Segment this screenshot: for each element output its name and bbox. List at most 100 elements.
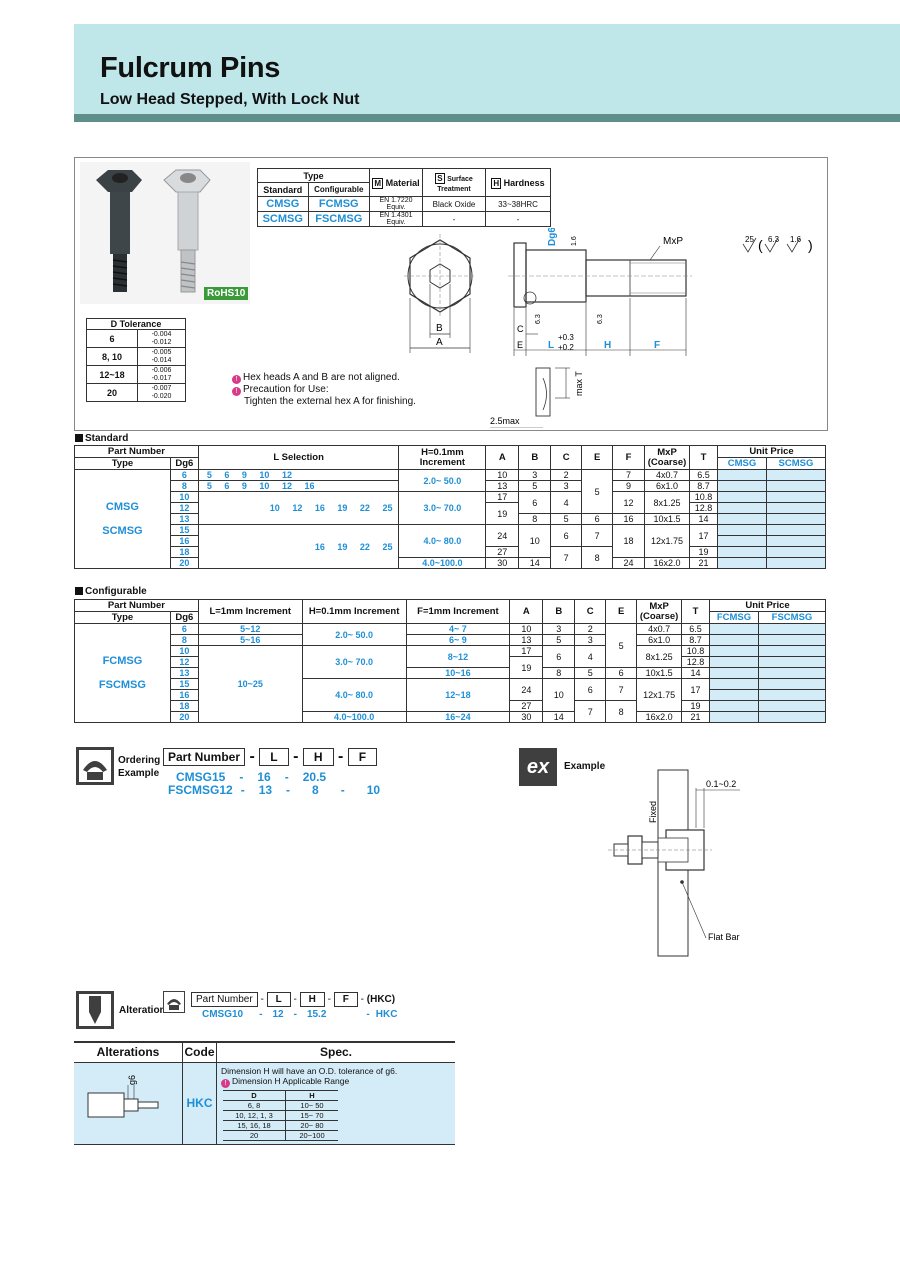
material-1: EN 1.7220 Equiv. (369, 196, 423, 212)
note-3: Tighten the external hex A for finishing… (244, 396, 416, 407)
alt-box-part-number: Part Number (191, 992, 258, 1007)
alt-col-code: Code (182, 1041, 217, 1063)
cfg-e-5: 5 (605, 623, 638, 668)
price-cell (758, 667, 826, 679)
d-tolerance-title: D Tolerance (86, 318, 186, 330)
cfg-h-range-4: 4.0~100.0 (301, 711, 407, 723)
price-cell (758, 623, 826, 635)
price-cell (758, 689, 826, 701)
price-cell (758, 678, 826, 690)
surface-header: S Surface Treatment (422, 168, 486, 197)
page-title: Fulcrum Pins (100, 52, 281, 84)
roughness-6-3: 6.3 (768, 235, 780, 244)
dim-h: H (604, 340, 611, 351)
std-d-18: 18 (169, 546, 199, 558)
cfg-f-range-1: 4~ 7 (405, 623, 511, 635)
cfg-t-10: 10.8 (681, 645, 711, 657)
cfg-t-12: 12.8 (681, 656, 711, 668)
std-l-15-20: 16 19 22 25 (197, 524, 400, 569)
usage-example-drawing: 0.1~0.2 Fixed Flat Bar (608, 769, 740, 957)
std-d-header: Dg6 (169, 457, 199, 470)
cfg-h-range-2: 3.0~ 70.0 (301, 645, 407, 679)
price-cell (765, 513, 827, 525)
std-pn-header: Part Number (74, 445, 199, 458)
note-1: !Hex heads A and B are not aligned. (232, 372, 416, 384)
cfg-c-13: 5 (574, 667, 607, 679)
dim-f: F (654, 340, 660, 351)
note-2: !Precaution for Use: (232, 384, 416, 396)
cfg-c-10-12: 4 (574, 645, 607, 668)
cfg-price-fcmsg: FCMSG (709, 611, 759, 624)
cfg-e-18-20: 8 (605, 700, 638, 723)
std-a-6: 10 (485, 469, 520, 481)
technical-drawing: A B MxP Dg6 1.6 6.3 6.3 C E L +0.3 +0.2 … (404, 228, 813, 428)
std-h-range-4: 4.0~100.0 (398, 557, 487, 569)
std-h-header: H=0.1mm Increment (398, 445, 487, 470)
cfg-f-range-2: 6~ 9 (405, 634, 511, 646)
cfg-c-8: 3 (574, 634, 607, 646)
std-c-header: C (550, 445, 583, 470)
ordering-box-part-number: Part Number (163, 748, 246, 766)
std-t-12: 12.8 (689, 502, 718, 514)
cfg-b-20: 14 (542, 711, 576, 723)
standard-table: Part Number L Selection H=0.1mm Incremen… (74, 445, 827, 569)
product-overview-box (74, 157, 828, 431)
std-mxp-13: 10x1.5 (644, 513, 691, 525)
alt-spec-2: !Dimension H Applicable Range (221, 1076, 451, 1088)
standard-header: Standard (257, 182, 309, 197)
std-d-20: 20 (169, 557, 199, 569)
std-t-13: 14 (689, 513, 718, 525)
std-mxp-6: 4x0.7 (644, 469, 691, 481)
price-cell (709, 656, 759, 668)
paren-open: ( (758, 237, 763, 253)
cfg-a-6: 10 (509, 623, 544, 635)
std-a-18: 27 (485, 546, 520, 558)
std-a-8: 13 (485, 480, 520, 492)
dtol-d-4: 20 (86, 383, 138, 402)
std-b-20: 14 (518, 557, 552, 569)
alt-code-hkc: HKC (182, 1061, 217, 1145)
cfg-d-13: 13 (169, 667, 199, 679)
alt-range-h-2: 15~ 70 (285, 1109, 338, 1121)
cfg-e-header: E (605, 599, 638, 624)
rohs-badge: RoHS10 (204, 287, 249, 300)
cfg-price-fscmsg: FSCMSG (758, 611, 826, 624)
price-cell (765, 546, 827, 558)
cfg-c-15-16: 6 (574, 678, 607, 701)
cfg-b-10-12: 6 (542, 645, 576, 668)
warning-icon: ! (232, 375, 241, 384)
cfg-d-10: 10 (169, 645, 199, 657)
std-h-range-3: 4.0~ 80.0 (398, 524, 487, 558)
price-cell (765, 480, 827, 492)
page-subtitle: Low Head Stepped, With Lock Nut (100, 91, 360, 108)
price-cell (765, 502, 827, 514)
usage-notes: !Hex heads A and B are not aligned. !Pre… (232, 372, 416, 407)
surface-2: - (422, 211, 486, 227)
cfg-f-range-6: 16~24 (405, 711, 511, 723)
std-b-15-18: 10 (518, 524, 552, 558)
alt-box-h: H (299, 992, 325, 1007)
price-cell (716, 546, 767, 558)
cfg-d-15: 15 (169, 678, 199, 690)
alt-spec-cell: Dimension H will have an O.D. tolerance … (216, 1061, 455, 1145)
cfg-f-range-5: 12~18 (405, 678, 511, 712)
std-t-15-16: 17 (689, 524, 718, 547)
dim-l: L (548, 340, 554, 351)
std-a-header: A (485, 445, 520, 470)
cfg-mxp-15-18: 12x1.75 (636, 678, 683, 712)
alt-range-h-4: 20~100 (285, 1129, 338, 1141)
warning-icon: ! (221, 1078, 230, 1088)
price-cell (758, 700, 826, 712)
std-lsel-header: L Selection (197, 445, 400, 470)
cfg-h-range-3: 4.0~ 80.0 (301, 678, 407, 712)
ordering-format: Part Number - L - H - F (163, 748, 378, 766)
price-cell (758, 656, 826, 668)
alt-range-h-1: 10~ 50 (285, 1099, 338, 1111)
cfg-t-13: 14 (681, 667, 711, 679)
price-cell (709, 623, 759, 635)
std-t-6: 6.5 (689, 469, 718, 481)
dim-mxp: MxP (663, 236, 683, 247)
